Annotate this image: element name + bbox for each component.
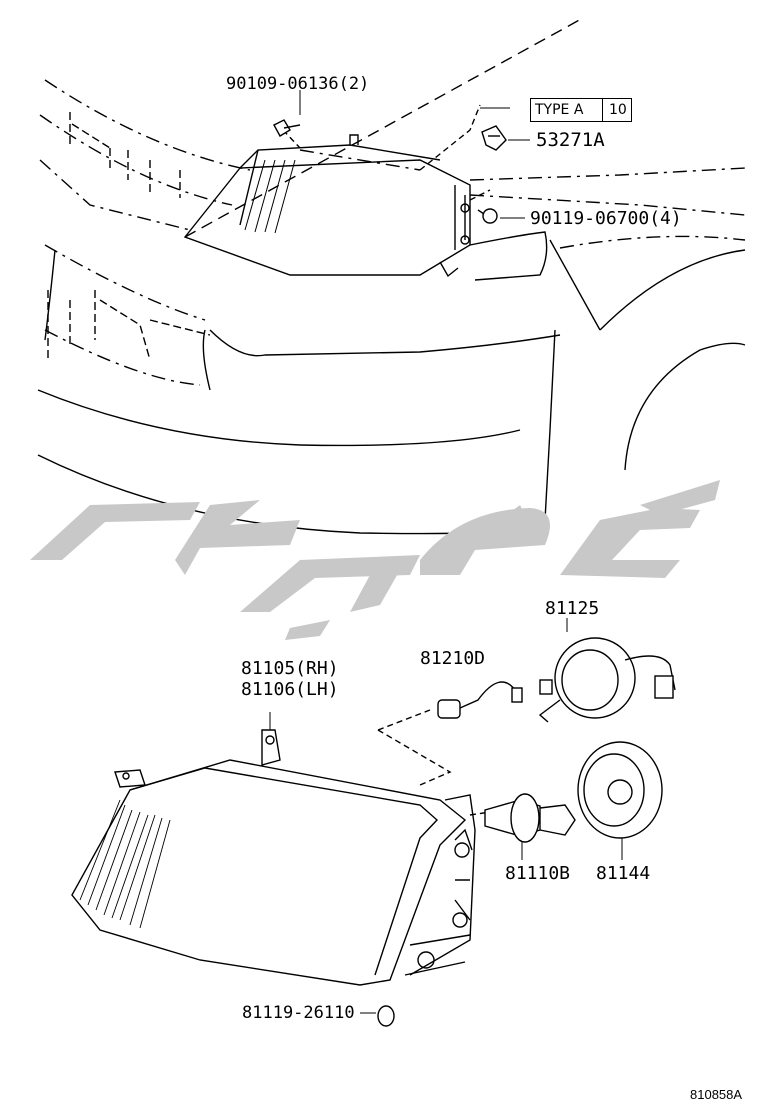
car-body-outline bbox=[37, 17, 746, 535]
hex-bolt-icon bbox=[273, 119, 301, 137]
main-bulb-icon bbox=[484, 793, 576, 860]
label-bolt-top: 90109-06136(2) bbox=[226, 74, 370, 94]
label-socket-large: 81125 bbox=[545, 598, 600, 619]
socket-icon bbox=[538, 618, 676, 723]
label-bulb: 81110B bbox=[505, 863, 571, 884]
clip-icon bbox=[481, 125, 507, 151]
figure-code: 810858A bbox=[690, 1087, 743, 1102]
label-clip: 53271A bbox=[536, 129, 605, 151]
watermark-logo bbox=[30, 480, 720, 640]
label-screw: 90119-06700(4) bbox=[530, 208, 682, 229]
label-headlamp-lh: 81106(LH) bbox=[241, 679, 339, 700]
label-cap: 81144 bbox=[596, 863, 651, 884]
label-socket-small: 81210D bbox=[420, 648, 486, 669]
cover-cap-icon bbox=[577, 741, 663, 860]
grommet-icon bbox=[360, 1005, 395, 1027]
label-plug: 81119-26110 bbox=[242, 1003, 355, 1023]
type-box-right: 10 bbox=[609, 102, 627, 118]
headlamp-assembly bbox=[71, 709, 491, 986]
type-box-divider bbox=[602, 99, 604, 121]
screw-icon bbox=[477, 208, 498, 224]
type-box: TYPE A 10 bbox=[530, 98, 632, 122]
bulb-icon bbox=[437, 681, 523, 719]
label-headlamp-rh: 81105(RH) bbox=[241, 658, 339, 679]
type-box-left: TYPE A bbox=[535, 102, 584, 118]
